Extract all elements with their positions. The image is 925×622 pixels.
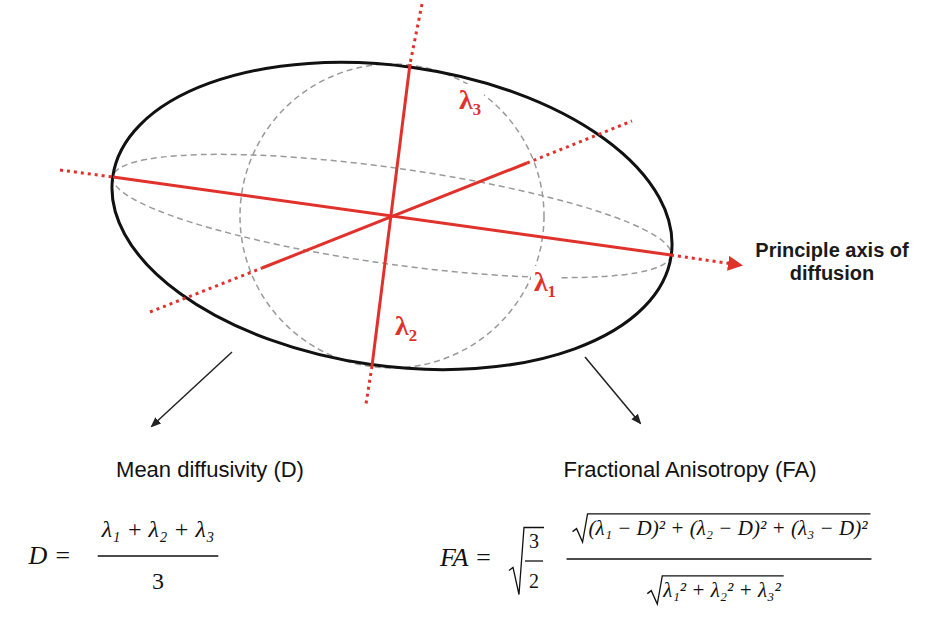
axis-extension: [410, 4, 422, 64]
formula-denominator: 3: [152, 568, 164, 596]
fraction-bar: [567, 558, 872, 560]
axis-extension: [527, 121, 632, 163]
formula-numerator: 3: [529, 530, 539, 553]
pointer-arrow: [585, 357, 640, 423]
radical-sign: [573, 514, 871, 542]
axis-extension: [60, 170, 113, 177]
formula-numerator: λ₁ + λ₂ + λ₃: [102, 516, 215, 544]
pointer-arrow: [152, 352, 232, 426]
measure-title: Mean diffusivity (D): [116, 457, 304, 482]
formula-denominator: λ₁² + λ₂² + λ₃²: [663, 578, 780, 602]
radical-sign: [509, 528, 544, 595]
diffusion-ellipsoid: [92, 28, 692, 404]
measure-title: Fractional Anisotropy (FA): [563, 457, 816, 482]
axis-extension: [366, 366, 372, 404]
formula-denominator: 2: [529, 570, 539, 593]
formula-term: FA =: [440, 543, 492, 573]
radical-sign: [647, 576, 783, 604]
eigenvalue-label: λ₃: [456, 84, 484, 116]
eigenvalue-label: λ₁: [531, 266, 559, 298]
axis-extension: [150, 268, 262, 312]
principal-axis-arrow: [671, 255, 740, 265]
eigenvalue-label: λ₂: [392, 310, 420, 342]
fraction-bar: [98, 555, 219, 557]
fraction-bar: [525, 560, 543, 561]
reference-circle: [240, 64, 544, 368]
axis-caption: Principle axis of diffusion: [752, 239, 912, 285]
formula-term: D =: [29, 541, 72, 571]
formula-numerator: (λ₁ − D)² + (λ₂ − D)² + (λ₃ − D)²: [589, 516, 868, 540]
